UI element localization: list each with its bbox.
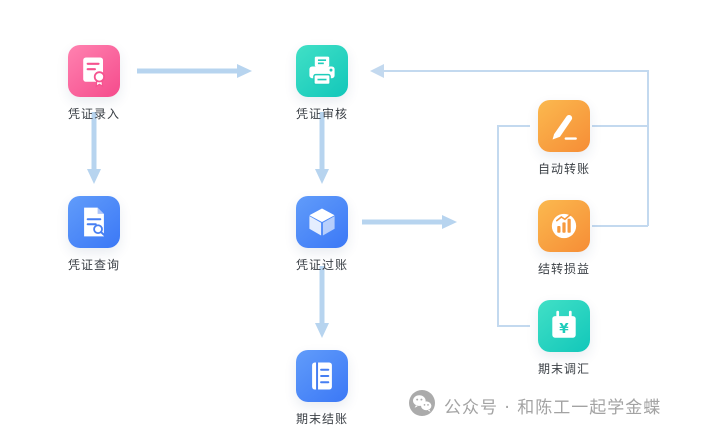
- wechat-icon: [408, 389, 436, 421]
- watermark-text: 公众号 · 和陈工一起学金蝶: [444, 397, 662, 418]
- node-voucher-posting[interactable]: 凭证过账: [282, 196, 362, 273]
- voucher-entry-icon[interactable]: [68, 45, 120, 97]
- auto-transfer-icon[interactable]: [538, 100, 590, 152]
- voucher-query-icon[interactable]: [68, 196, 120, 248]
- watermark: 公众号 · 和陈工一起学金蝶: [408, 389, 661, 421]
- arrow-posting-to-closing: [315, 266, 329, 338]
- node-voucher-entry-label: 凭证录入: [67, 107, 120, 121]
- profit-loss-icon[interactable]: [538, 200, 590, 252]
- arrow-review-to-posting: [315, 112, 329, 184]
- arrow-entry-to-review: [137, 64, 252, 78]
- node-period-end-closing-label: 期末结账: [295, 412, 348, 426]
- arrow-posting-to-transfers: [362, 215, 457, 229]
- node-voucher-posting-label: 凭证过账: [295, 258, 348, 272]
- node-voucher-review[interactable]: 凭证审核: [282, 45, 362, 122]
- node-voucher-review-label: 凭证审核: [295, 107, 348, 121]
- svg-text:¥: ¥: [559, 321, 569, 337]
- node-carryover-profit-loss[interactable]: 结转损益: [524, 200, 604, 277]
- node-auto-transfer-label: 自动转账: [537, 162, 590, 176]
- node-period-end-closing[interactable]: 期末结账: [282, 350, 362, 427]
- node-voucher-entry[interactable]: 凭证录入: [54, 45, 134, 122]
- arrow-entry-to-query: [87, 112, 101, 184]
- node-exchange-adjustment-label: 期末调汇: [537, 362, 590, 376]
- loop-arrowhead: [370, 64, 384, 78]
- node-voucher-query-label: 凭证查询: [67, 258, 120, 272]
- node-exchange-adjustment[interactable]: ¥ 期末调汇: [524, 300, 604, 377]
- node-auto-transfer[interactable]: 自动转账: [524, 100, 604, 177]
- node-carryover-profit-loss-label: 结转损益: [537, 262, 590, 276]
- loop-back-to-review: [384, 70, 649, 227]
- node-voucher-query[interactable]: 凭证查询: [54, 196, 134, 273]
- voucher-posting-icon[interactable]: [296, 196, 348, 248]
- exchange-adjust-icon[interactable]: ¥: [538, 300, 590, 352]
- voucher-review-icon[interactable]: [296, 45, 348, 97]
- period-close-icon[interactable]: [296, 350, 348, 402]
